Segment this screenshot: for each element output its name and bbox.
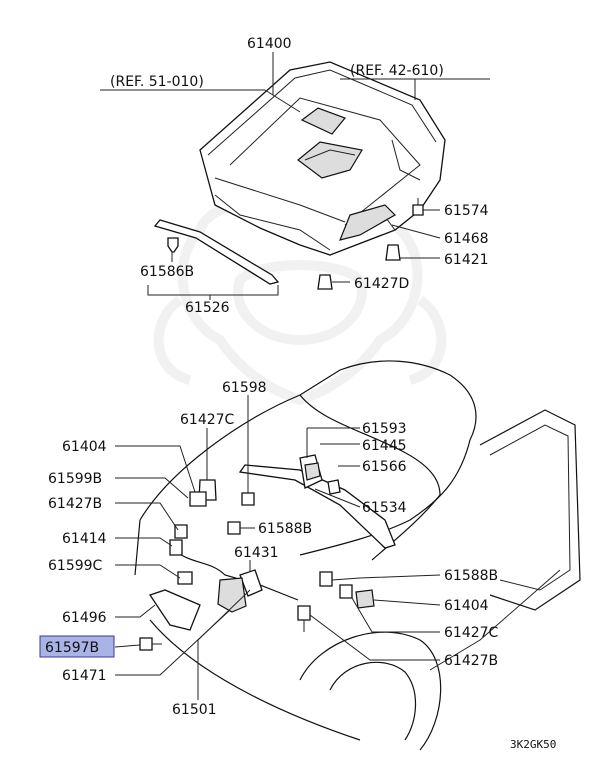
label-61404-lower: 61404 [444,598,489,614]
label-61574: 61574 [444,203,489,219]
part-labels: 61400 (REF. 51-010) (REF. 42-610) 61574 … [39,36,556,751]
label-61501: 61501 [172,702,217,718]
label-61400: 61400 [247,36,292,52]
diagram-code: 3K2GK50 [510,738,556,751]
label-61468: 61468 [444,231,489,247]
label-61588B-lower: 61588B [444,568,498,584]
highlighted-part-61597B[interactable]: 61597B [39,635,115,658]
label-61599C: 61599C [48,558,103,574]
label-61445: 61445 [362,438,407,454]
label-61526: 61526 [185,300,230,316]
label-ref-42-610: (REF. 42-610) [350,63,444,79]
label-61427B-lower: 61427B [444,653,498,669]
latch-assembly [139,454,396,651]
hood-small-parts [167,198,424,290]
hood-panel [199,61,446,256]
label-61431: 61431 [234,545,279,561]
label-61427C-lower: 61427C [444,625,499,641]
label-61586B: 61586B [140,264,194,280]
vehicle-body-outline [134,360,581,751]
hood-seal-strip [153,219,280,285]
label-61414: 61414 [62,531,107,547]
label-61598: 61598 [222,380,267,396]
label-61427D: 61427D [354,276,409,292]
label-61597B[interactable]: 61597B [45,640,99,656]
label-61427C-upper: 61427C [180,412,235,428]
label-61427B-upper: 61427B [48,496,102,512]
label-61588B-upper: 61588B [258,521,312,537]
label-61421: 61421 [444,252,489,268]
label-61593: 61593 [362,421,407,437]
label-61471: 61471 [62,668,107,684]
leader-lines [100,52,490,700]
label-highlight-box [39,635,115,658]
label-ref-51-010: (REF. 51-010) [110,74,204,90]
label-61566: 61566 [362,459,407,475]
label-61404-upper: 61404 [62,439,107,455]
label-61496: 61496 [62,610,107,626]
label-61534: 61534 [362,500,407,516]
label-61599B: 61599B [48,471,102,487]
